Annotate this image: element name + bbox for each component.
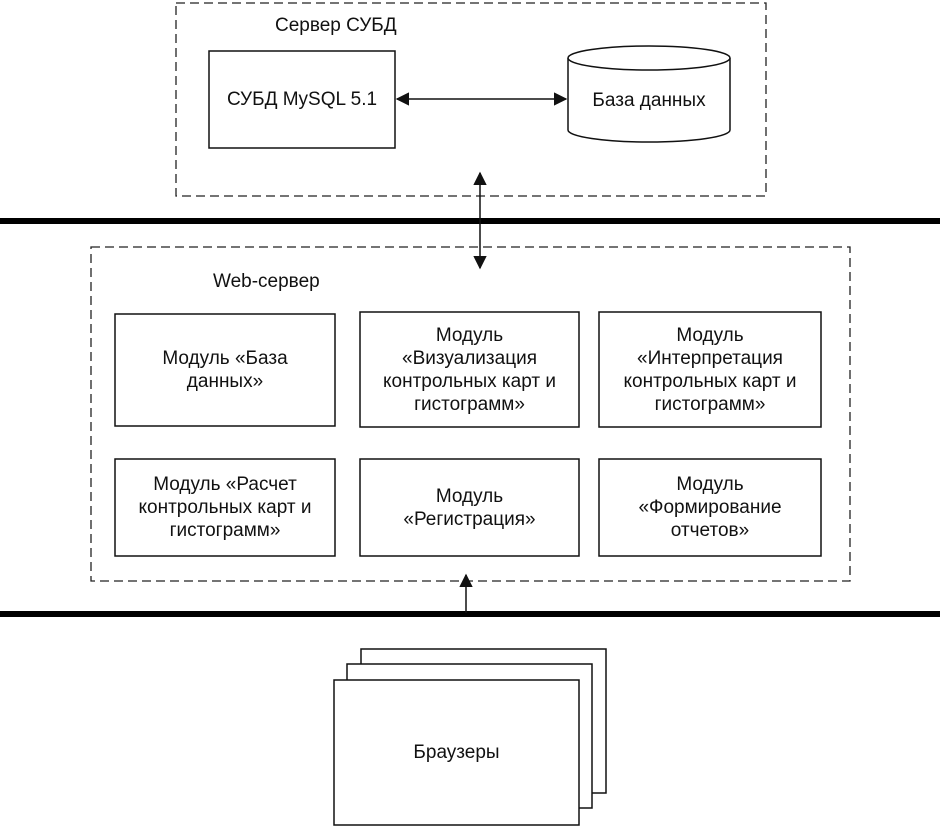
dbms-box [208, 50, 396, 149]
module-reports-text: Модуль «Формирование отчетов» [638, 474, 782, 541]
module-interpretation: Модуль «Интерпретация контрольных карт и… [599, 312, 821, 427]
module-visualization-text: Модуль «Визуализация контрольных карт и … [383, 324, 556, 415]
browsers-text: Браузеры [413, 742, 500, 763]
module-reports: Модуль «Формирование отчетов» [599, 459, 821, 556]
module-box-database [114, 313, 336, 427]
module-database-text: Модуль «База данных» [162, 348, 288, 392]
module-calculation-text: Модуль «Расчет контрольных карт и гистог… [138, 474, 312, 541]
database-label: База данных [568, 70, 730, 130]
dbms-text: СУБД MySQL 5.1 [226, 89, 378, 110]
module-registration: Модуль «Регистрация» [360, 459, 579, 556]
dbms-label: СУБД MySQL 5.1 [209, 51, 395, 148]
module-interpretation-text: Модуль «Интерпретация контрольных карт и… [623, 324, 797, 415]
module-calculation: Модуль «Расчет контрольных карт и гистог… [115, 459, 335, 556]
module-box-visualization [359, 311, 580, 428]
database-text: База данных [592, 89, 706, 111]
web-server-title: Web-сервер [213, 271, 320, 292]
module-box-interpretation [598, 311, 822, 428]
db-server-container [175, 2, 767, 197]
database-cylinder [567, 45, 731, 143]
module-box-calculation [114, 458, 336, 557]
db-server-title: Сервер СУБД [275, 15, 397, 36]
module-visualization: Модуль «Визуализация контрольных карт и … [360, 312, 579, 427]
module-box-registration [359, 458, 580, 557]
module-database: Модуль «База данных» [115, 314, 335, 426]
browser-sheet-front [333, 679, 580, 826]
module-registration-text: Модуль «Регистрация» [403, 485, 536, 530]
browsers-label: Браузеры [334, 680, 579, 825]
module-box-reports [598, 458, 822, 557]
